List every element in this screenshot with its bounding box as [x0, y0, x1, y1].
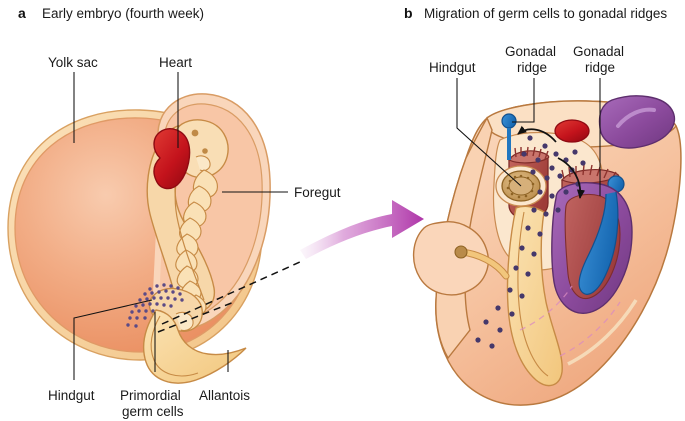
label-hindgut-b: Hindgut — [429, 60, 476, 75]
label-gonadal-ridge-left-l1: Gonadal — [505, 44, 556, 59]
leader-gonadal-ridge-left — [512, 78, 535, 123]
label-pgc-line1: Primordial — [120, 388, 181, 403]
allantois-lobe — [413, 221, 510, 296]
label-yolk-sac: Yolk sac — [48, 55, 98, 70]
label-heart: Heart — [159, 55, 192, 70]
migrating-germ-cells — [475, 135, 586, 349]
cut-plane-lower — [157, 301, 235, 333]
label-foregut: Foregut — [294, 185, 341, 200]
contour-dash-1 — [519, 285, 573, 331]
otic-vesicle — [202, 148, 208, 154]
label-hindgut-a: Hindgut — [48, 388, 95, 403]
transition-arrow — [300, 200, 424, 259]
label-pgc-line2: germ cells — [122, 404, 184, 419]
label-gonadal-ridge-right-l1: Gonadal — [573, 44, 624, 59]
label-gonadal-ridge-left-l2: ridge — [517, 60, 547, 75]
eye-vesicle — [191, 129, 199, 137]
primordial-germ-cell-cluster — [126, 283, 184, 328]
label-allantois: Allantois — [199, 388, 250, 403]
leader-hindgut-b — [456, 78, 522, 187]
somites — [175, 169, 218, 316]
allantois-tube — [142, 309, 247, 384]
body-highlight — [567, 299, 638, 366]
wolffian-duct — [578, 191, 619, 295]
panel-b-title: Migration of germ cells to gonadal ridge… — [424, 6, 667, 21]
panel-b-letter: b — [404, 5, 413, 21]
hindgut-mucosa-dots — [506, 174, 535, 199]
cut-plane-upper — [161, 261, 301, 325]
dorsal-aorta — [554, 119, 590, 143]
panel-a-letter: a — [18, 5, 26, 21]
panel-a: a Early embryo (fourth week) — [7, 5, 341, 419]
panel-a-title: Early embryo (fourth week) — [42, 6, 204, 21]
mesonephric-duct-left — [501, 113, 517, 129]
label-gonadal-ridge-right-l2: ridge — [585, 60, 615, 75]
panel-b: b Migration of germ cells to gonadal rid… — [404, 5, 682, 406]
heart-organ — [153, 128, 191, 190]
leader-hindgut-a — [73, 299, 153, 380]
migration-arrow-left — [517, 125, 557, 143]
yolk-stalk-lumen — [454, 245, 468, 259]
migration-arrow-right — [557, 157, 586, 200]
